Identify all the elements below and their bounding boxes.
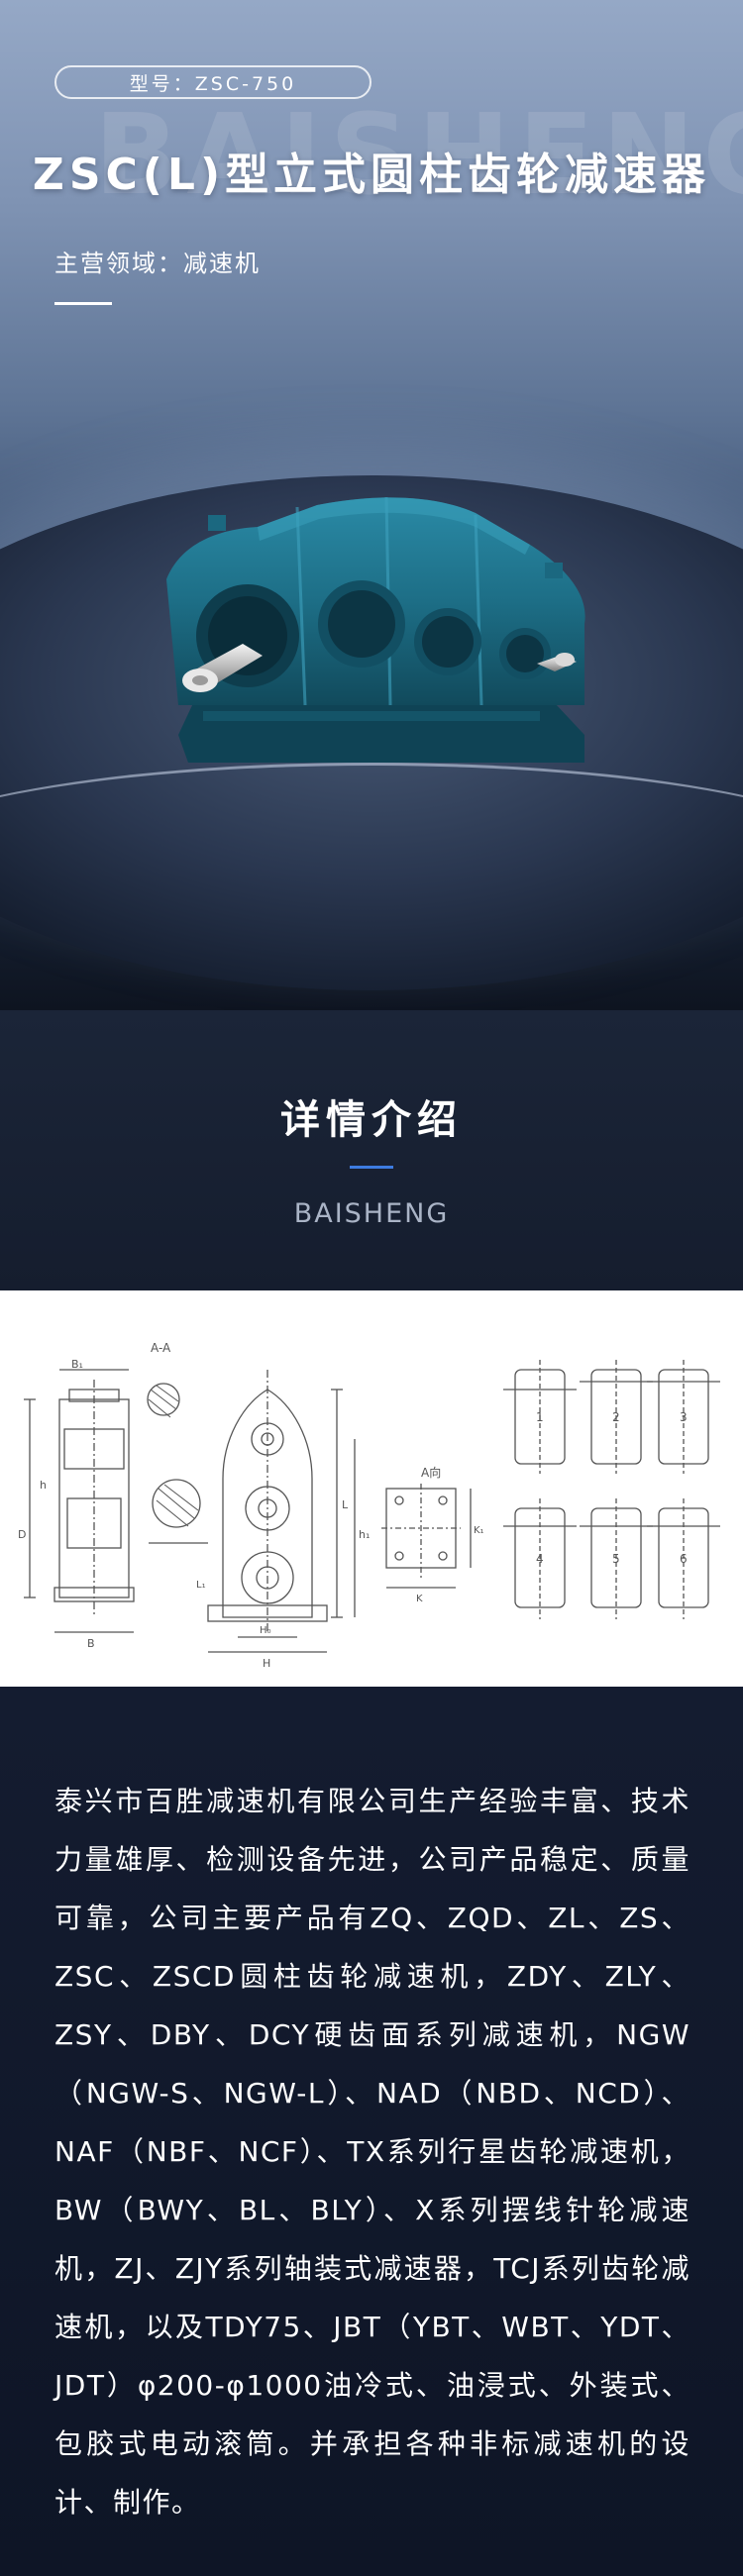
domain-underline (54, 302, 112, 305)
brand-watermark: BAISHENG (94, 91, 743, 220)
company-description: 泰兴市百胜减速机有限公司生产经验丰富、技术力量雄厚、检测设备先进，公司产品稳定、… (0, 1687, 743, 2576)
dim-k1: K₁ (474, 1525, 484, 1536)
section-title: 详情介绍 (280, 1097, 463, 1143)
dim-b1: B₁ (71, 1358, 83, 1371)
variant-2-label: 2 (612, 1410, 620, 1424)
variant-3: 3 (647, 1360, 720, 1474)
dim-hh: H (263, 1657, 270, 1670)
variant-4-label: 4 (536, 1552, 544, 1566)
description-text: 泰兴市百胜减速机有限公司生产经验丰富、技术力量雄厚、检测设备先进，公司产品稳定、… (54, 1785, 690, 2519)
dim-bb: B (87, 1637, 95, 1650)
assembly-variants: 1 2 3 4 (503, 1360, 720, 1619)
drawing-side-view: B₁ D B h (18, 1358, 135, 1650)
drawing-front-view: L h₁ H H₀ L₁ (196, 1370, 370, 1670)
model-badge: 型号：ZSC-750 (54, 65, 372, 99)
variant-4: 4 (503, 1498, 577, 1619)
section-title-underline (350, 1166, 393, 1169)
section-label: A-A (151, 1341, 171, 1355)
variant-6-label: 6 (680, 1552, 688, 1566)
detail-section-header: 详情介绍 BAISHENG (0, 1010, 743, 1290)
dim-l1: L₁ (196, 1580, 206, 1591)
dim-h0: H₀ (260, 1625, 271, 1636)
dim-k: K (416, 1594, 423, 1604)
dim-d: D (18, 1528, 26, 1541)
gearbox-illustration (166, 496, 585, 763)
variant-3-label: 3 (680, 1410, 688, 1424)
drawing-a-view: A向 K K₁ (381, 1465, 484, 1604)
dimension-drawing: B₁ D B h A-A (18, 1341, 720, 1670)
technical-drawing: B₁ D B h A-A (0, 1290, 743, 1687)
stage-rim (0, 763, 743, 961)
dim-l: L (342, 1498, 349, 1511)
dim-h: h (40, 1479, 47, 1492)
product-title: ZSC(L)型立式圆柱齿轮减速器 (32, 150, 711, 200)
variant-5: 5 (580, 1498, 653, 1619)
view-label: A向 (421, 1465, 441, 1480)
model-label: 型号：ZSC-750 (129, 72, 297, 95)
section-subtitle: BAISHENG (293, 1198, 450, 1229)
variant-6: 6 (647, 1498, 720, 1619)
drawing-section-aa: A-A (147, 1341, 208, 1544)
variant-1-label: 1 (536, 1410, 544, 1424)
dim-h1: h₁ (359, 1528, 370, 1541)
variant-2: 2 (580, 1360, 653, 1474)
gearbox-product-image (149, 475, 614, 792)
variant-5-label: 5 (612, 1552, 620, 1566)
hero-banner: BAISHENG 型号：ZSC-750 ZSC(L)型立式圆柱齿轮减速器 主营领… (0, 0, 743, 1010)
business-domain: 主营领域：减速机 (54, 250, 261, 277)
variant-1: 1 (503, 1360, 577, 1474)
